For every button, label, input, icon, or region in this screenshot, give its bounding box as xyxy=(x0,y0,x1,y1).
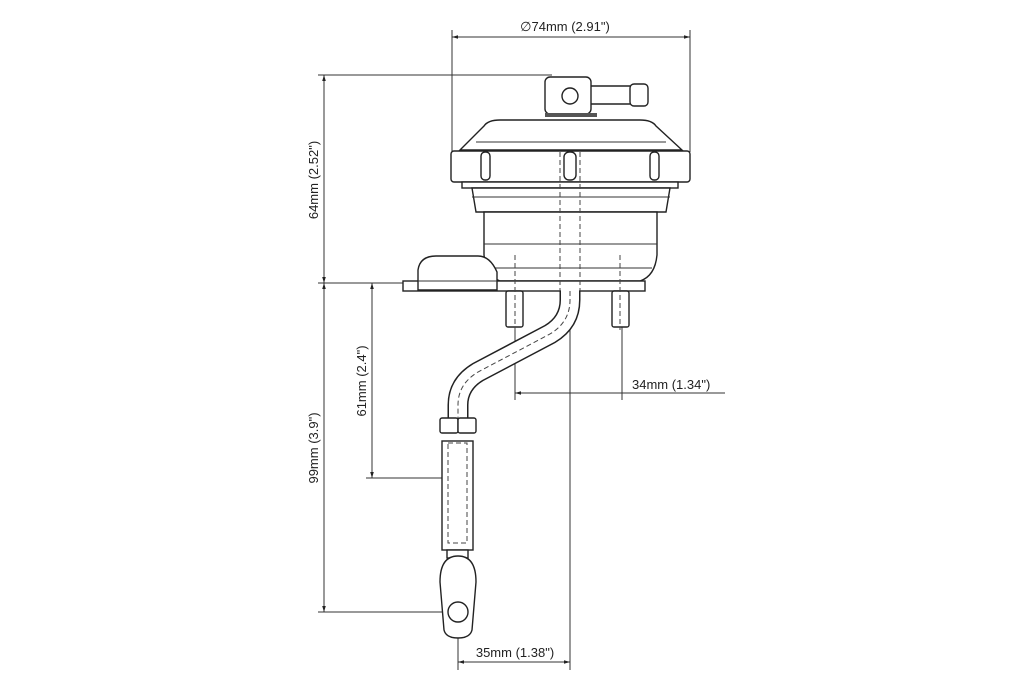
actuator-body xyxy=(402,76,691,330)
diameter-label: ∅74mm (2.91") xyxy=(520,19,610,34)
dimension-lines xyxy=(322,35,725,664)
stud-spacing-label: 34mm (1.34") xyxy=(632,377,710,392)
rod-length-label: 61mm (2.4") xyxy=(354,345,369,416)
actuator-rod xyxy=(439,289,581,639)
total-height-label: 99mm (3.9") xyxy=(306,412,321,483)
rod-offset-label: 35mm (1.38") xyxy=(476,645,554,660)
body-height-label: 64mm (2.52") xyxy=(306,141,321,219)
